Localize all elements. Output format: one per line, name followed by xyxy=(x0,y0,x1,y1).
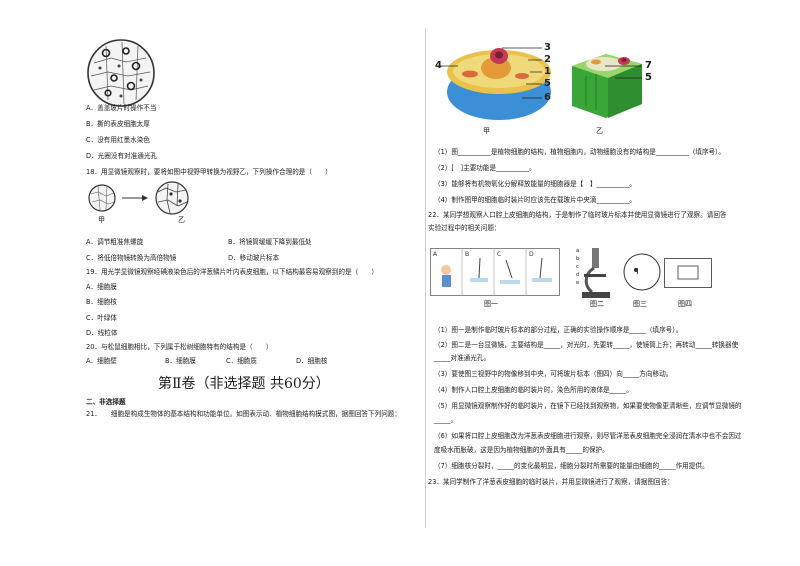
section-title: 第Ⅱ卷（非选择题 共60分） xyxy=(158,376,330,392)
cell-label-7: 7 xyxy=(645,60,652,71)
q22-figure-3: ꟻ xyxy=(623,253,661,291)
q21-line-1: （1）图__________是植物细胞的结构，植物细胞内，动物细胞没有的结构是_… xyxy=(434,148,726,156)
q22-line-8: （6）如果将口腔上皮细胞改为洋葱表皮细胞进行观察，则尽管洋葱表皮细胞完全浸润在清… xyxy=(434,432,742,440)
cell-pointer-lines xyxy=(440,47,642,99)
q18-label-yi: 乙 xyxy=(178,216,185,224)
cell-label-6: 6 xyxy=(544,92,551,103)
svg-text:c: c xyxy=(576,264,579,270)
q22-line-10: （7）细胞核分裂时，_____的变化最明显，细胞分裂时所需要的能量由细胞的___… xyxy=(434,462,709,470)
q22-label-fig1: 图一 xyxy=(484,300,498,308)
q22-label-fig4: 图四 xyxy=(678,300,692,308)
q21-stem: 21． 细胞是构成生物体的基本结构和功能单位。如图表示动、植物细胞结构模式图，据… xyxy=(86,410,401,418)
q18-option-b: B．将镜筒缓缓下降到最低处 xyxy=(228,238,312,246)
q22-label-fig2: 图二 xyxy=(590,300,604,308)
q18-label-jia: 甲 xyxy=(98,216,105,224)
cell-label-1: 1 xyxy=(544,66,551,77)
q19-option-c: C．叶绿体 xyxy=(86,314,117,322)
svg-text:C: C xyxy=(497,251,501,258)
q18-figure xyxy=(88,181,189,215)
svg-text:a: a xyxy=(576,248,579,254)
svg-text:d: d xyxy=(576,272,579,278)
q18-option-d: D．移动玻片标本 xyxy=(228,254,280,262)
q19-option-d: D．线粒体 xyxy=(86,329,118,337)
q22-line-6: （5）用显微镜观察制作好的临时装片，在镜下已经找到观察物，如果要使物像更清晰些，… xyxy=(434,402,742,410)
q17-option-b: B．撕的表皮细胞太厚 xyxy=(86,120,150,128)
svg-text:B: B xyxy=(465,251,469,258)
q20-option-d: D．细胞核 xyxy=(296,357,328,365)
cell-label-5: 5 xyxy=(544,78,551,89)
svg-text:e: e xyxy=(576,280,579,286)
cell-label-2: 2 xyxy=(544,54,551,65)
cell-label-4: 4 xyxy=(435,60,442,71)
cell-label-3: 3 xyxy=(544,42,551,53)
q21-line-2: （2）[ ]主要功能是__________。 xyxy=(434,164,536,172)
section-heading: 二、非选择题 xyxy=(86,398,126,406)
q22-line-7: _____。 xyxy=(434,416,458,424)
q22-label-fig3: 图三 xyxy=(633,300,647,308)
q22-line-4: （3）要使图三视野中的物像移到中央，可将玻片标本（图四）向_____方向移动。 xyxy=(434,370,673,378)
svg-text:A: A xyxy=(433,251,438,258)
q22-line-3: _____对准通光孔。 xyxy=(434,354,491,362)
cell-caption-yi: 乙 xyxy=(596,127,603,135)
q17-option-d: D．光圈没有对准通光孔 xyxy=(86,152,158,160)
q22-stem-1: 22．某同学想观察人口腔上皮细胞的结构，于是制作了临时玻片标本并使用显微镜进行了… xyxy=(428,211,727,219)
q22-figure-1: A B C D xyxy=(430,248,560,296)
q21-line-3: （3）能够将有机物氧化分解释放能量的细胞器是【 】__________。 xyxy=(434,180,637,188)
q20-stem: 20．与松鼠细胞相比，下列属于松树细胞特有的结构是（ ） xyxy=(86,343,273,351)
svg-text:b: b xyxy=(576,256,579,262)
q22-line-5: （4）制作人口腔上皮细胞的临时装片时，染色所用的液体是_____。 xyxy=(434,386,633,394)
q20-option-c: C．细胞质 xyxy=(226,357,257,365)
q19-option-a: A．细胞膜 xyxy=(86,283,117,291)
column-divider xyxy=(425,28,426,528)
cell-label-5b: 5 xyxy=(645,72,652,83)
q21-line-4: （4）制作图甲的细胞临时装片时应该先在载玻片中央滴__________。 xyxy=(434,196,637,204)
q22-stem-2: 实验过程中的相关问题： xyxy=(428,224,501,232)
cell-caption-jia: 甲 xyxy=(483,127,490,135)
q18-stem: 18．用显微镜观察时，要将如图中视野甲转换为视野乙，下列操作合理的是（ ） xyxy=(86,168,332,176)
q17-option-a: A．盖盖玻片时操作不当 xyxy=(86,104,157,112)
microscope-view-figure xyxy=(87,39,155,107)
q20-option-a: A．细胞壁 xyxy=(86,357,117,365)
plant-cell-figure xyxy=(572,54,642,118)
q22-line-9: 度吸水而胀破，这是因为植物细胞的外面具有_____的保护。 xyxy=(434,446,609,454)
q22-line-1: （1）图一是制作临时玻片标本的部分过程，正确的实验操作顺序是_____（填序号）… xyxy=(434,326,683,334)
q20-option-b: B．细胞膜 xyxy=(165,357,196,365)
q19-stem: 19．用光学显微镜观察经碘液染色后的洋葱鳞片叶内表皮细胞，以下结构最容易观察到的… xyxy=(86,268,378,276)
q23-stem: 23．某同学制作了洋葱表皮细胞的临时装片，并用显微镜进行了观察，请据图回答： xyxy=(428,478,674,486)
animal-cell-figure xyxy=(447,48,551,120)
q22-figure-4 xyxy=(664,258,712,288)
svg-text:D: D xyxy=(529,251,534,258)
q22-line-2: （2）图二是一台显微镜，主要结构是_____，对光时，先要转_____，使镜筒上… xyxy=(434,341,739,349)
q19-option-b: B．细胞核 xyxy=(86,298,117,306)
q18-option-c: C．将低倍物镜转换为高倍物镜 xyxy=(86,254,177,262)
q18-option-a: A．调节粗准焦螺旋 xyxy=(86,238,144,246)
q17-option-c: C．没有用红墨水染色 xyxy=(86,136,150,144)
